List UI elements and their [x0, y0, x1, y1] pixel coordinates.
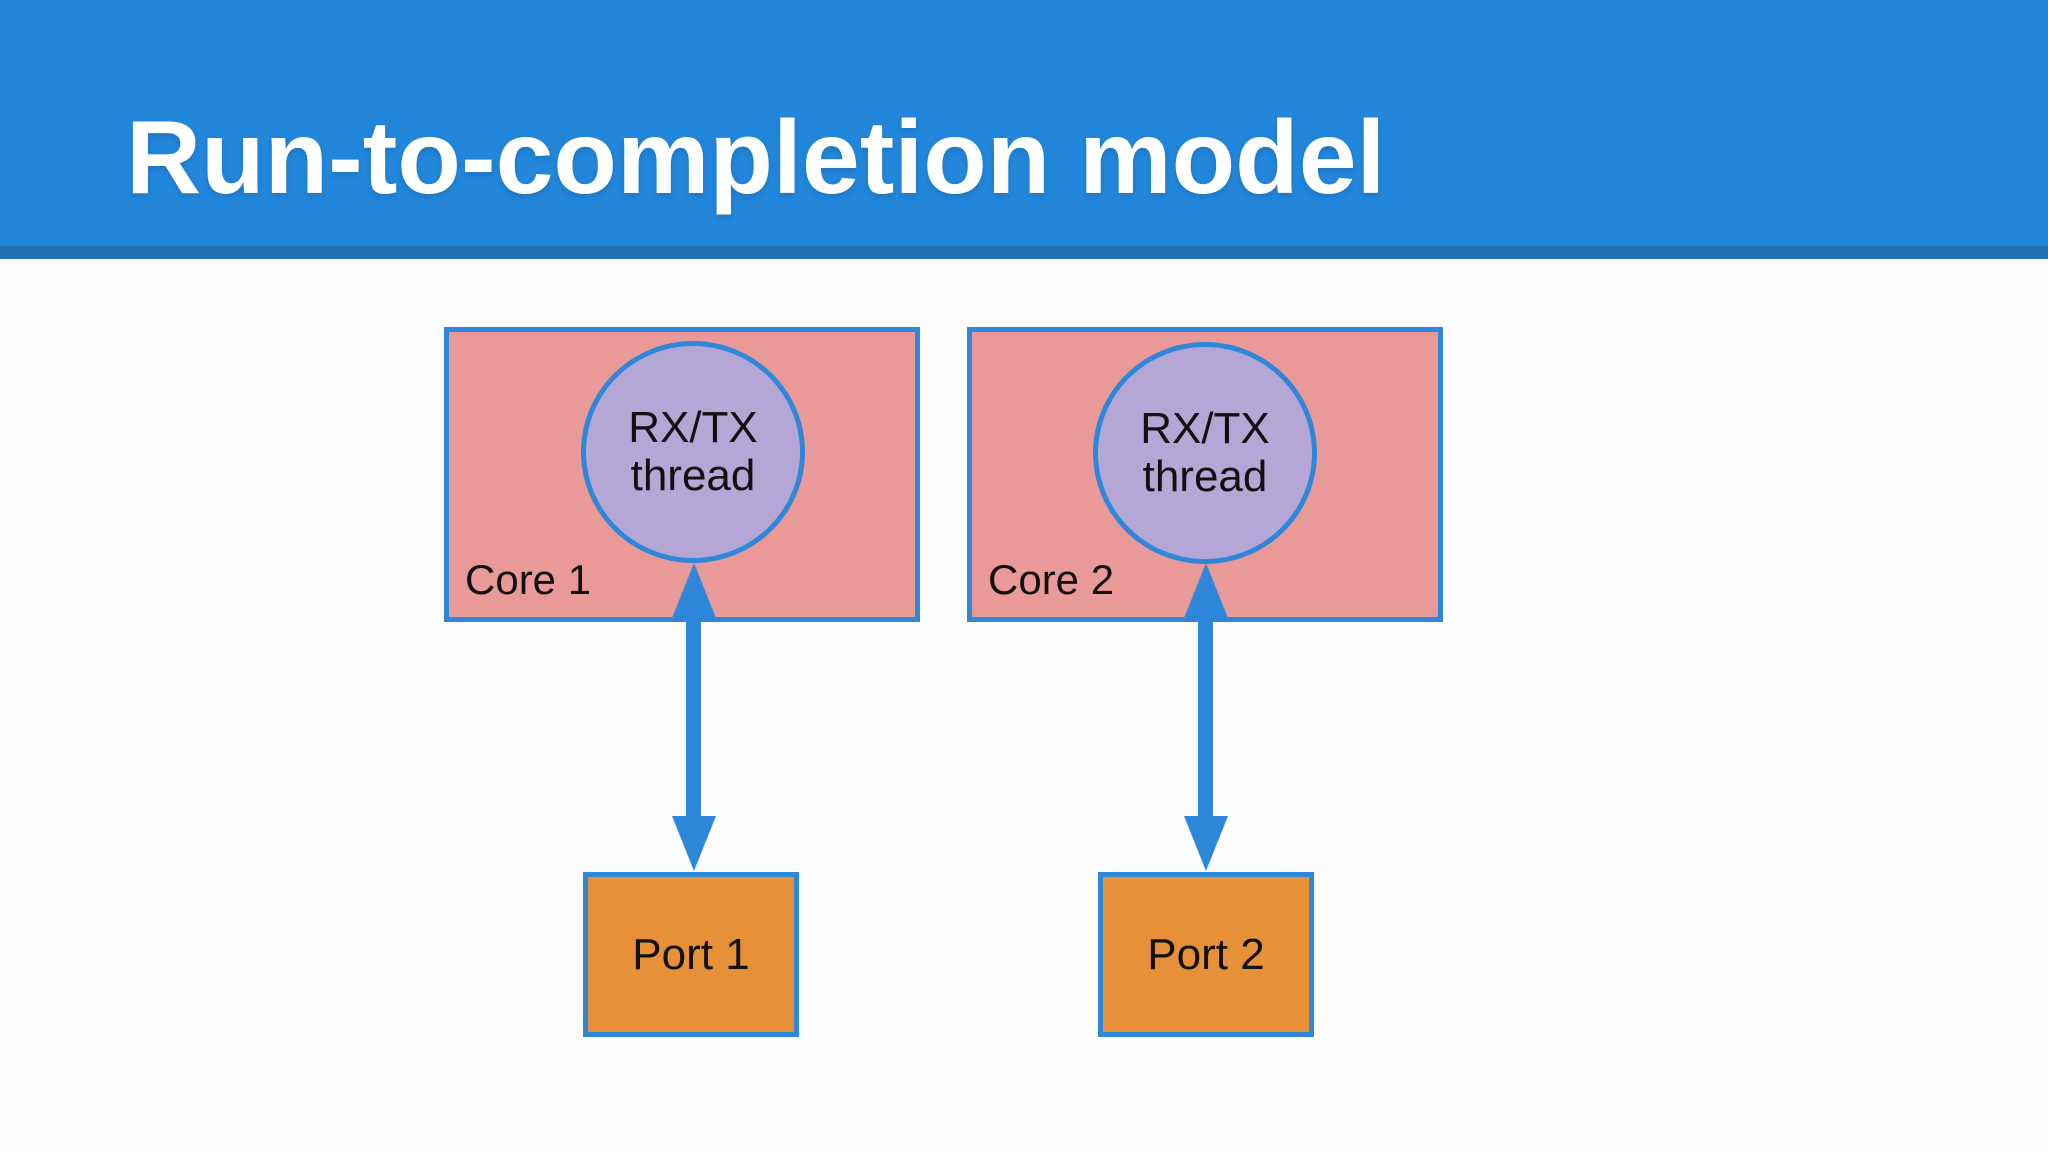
port-2-label: Port 2 [1147, 929, 1265, 979]
arrow-shaft [1198, 615, 1213, 819]
port-2-box: Port 2 [1098, 872, 1314, 1037]
arrow-up-head-icon [1184, 563, 1228, 618]
port-1-label: Port 1 [632, 929, 750, 979]
arrow-down-head-icon [1184, 816, 1228, 871]
core-2-thread-label-line1: RX/TX [1140, 404, 1270, 454]
slide-title: Run-to-completion model [126, 100, 1386, 216]
slide-header-banner [0, 0, 2048, 246]
core-2-rxtx-thread-circle: RX/TX thread [1093, 342, 1317, 564]
core-1-thread-label-line2: thread [630, 451, 756, 500]
arrow-up-head-icon [672, 563, 716, 618]
core-2-label: Core 2 [988, 556, 1115, 603]
arrow-down-head-icon [672, 816, 716, 871]
core-1-rxtx-thread-circle: RX/TX thread [581, 341, 805, 563]
arrow-shaft [686, 615, 701, 819]
core-2-thread-label-line2: thread [1142, 452, 1268, 501]
core-1-port-1-double-arrow [672, 563, 716, 871]
core-1-thread-label-line1: RX/TX [628, 403, 758, 453]
port-1-box: Port 1 [583, 872, 799, 1037]
core-1-label: Core 1 [465, 556, 592, 603]
core-2-port-2-double-arrow [1184, 563, 1228, 871]
slide-header-accent-strip [0, 246, 2048, 259]
